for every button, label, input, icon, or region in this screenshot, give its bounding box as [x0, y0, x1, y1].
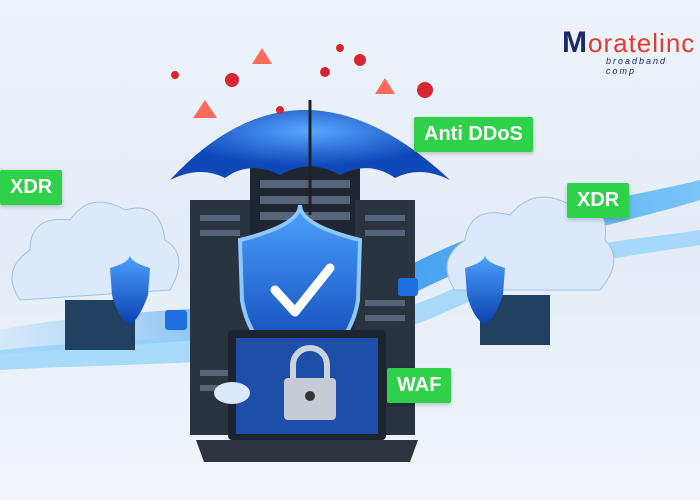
umbrella-icon — [170, 100, 450, 215]
logo-brand: oratelinc — [588, 28, 696, 58]
moratelindo-logo: Moratelinc broadband comp — [562, 26, 700, 76]
warning-icons — [193, 48, 395, 118]
logo-initial: M — [562, 26, 588, 59]
cloud-icon-left — [11, 201, 187, 350]
xdr-label-left: XDR — [0, 170, 63, 205]
bug-icons — [171, 44, 433, 114]
xdr-label-right: XDR — [567, 183, 630, 218]
cloud-icon-right — [214, 196, 615, 404]
logo-tagline: broadband comp — [606, 56, 668, 76]
padlock-icon — [284, 345, 336, 420]
waf-label: WAF — [387, 368, 452, 403]
shield-check-icon — [237, 204, 363, 373]
anti-ddos-label: Anti DDoS — [414, 117, 533, 152]
